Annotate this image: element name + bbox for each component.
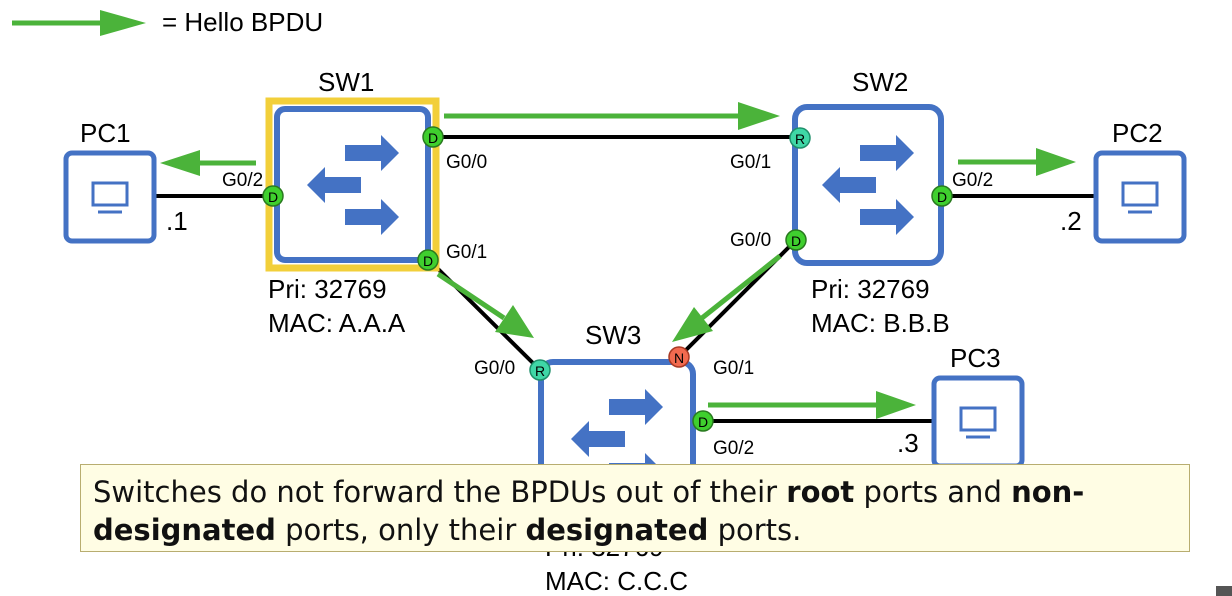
port-role-badges: D D D R D D R N	[262, 126, 953, 432]
port-label-sw2-g02: G0/2	[952, 170, 993, 191]
svg-text:N: N	[674, 350, 684, 366]
port-label-sw2-g00: G0/0	[730, 230, 771, 251]
svg-text:D: D	[937, 189, 947, 205]
svg-text:D: D	[268, 189, 278, 205]
caption-text: ports.	[708, 513, 802, 547]
pc2-address: .2	[1060, 206, 1082, 236]
bpdu-arrow-sw2-to-sw3	[672, 254, 782, 342]
port-badge-sw3-g00[interactable]: R	[529, 359, 551, 381]
sw1-name: SW1	[318, 67, 374, 97]
bpdu-arrow-sw3-to-pc3	[708, 391, 916, 419]
bpdu-arrows	[160, 102, 1076, 419]
pc-pc3[interactable]	[931, 375, 1025, 469]
pc1-address: .1	[166, 206, 188, 236]
pc2-name: PC2	[1112, 118, 1163, 148]
port-badge-sw1-g00[interactable]: D	[422, 126, 444, 148]
port-badge-sw2-g02[interactable]: D	[931, 185, 953, 207]
svg-text:D: D	[791, 233, 801, 249]
sw3-mac: MAC: C.C.C	[545, 566, 688, 596]
sw2-priority: Pri: 32769	[811, 274, 930, 304]
sw1-priority: Pri: 32769	[268, 274, 387, 304]
caption-bold-root: root	[786, 475, 855, 509]
slide-corner-marker	[1216, 586, 1232, 596]
sw2-mac: MAC: B.B.B	[811, 308, 950, 338]
caption-text: ports, only their	[275, 513, 526, 547]
root-bridge-highlight	[265, 97, 440, 272]
svg-text:D: D	[698, 414, 708, 430]
sw2-name: SW2	[852, 67, 908, 97]
pc3-name: PC3	[950, 343, 1001, 373]
svg-text:D: D	[423, 253, 433, 269]
caption-box: Switches do not forward the BPDUs out of…	[80, 464, 1190, 552]
port-label-sw1-g02: G0/2	[222, 170, 263, 191]
svg-text:R: R	[795, 131, 805, 147]
pc-box	[1093, 150, 1187, 244]
bpdu-arrow-sw2-to-pc2	[958, 148, 1076, 176]
legend-arrowhead-icon	[100, 10, 146, 36]
bpdu-arrow-sw1-to-sw2	[444, 102, 780, 130]
svg-text:D: D	[428, 130, 438, 146]
port-badge-sw2-g00[interactable]: D	[785, 229, 807, 251]
caption-text: ports and	[854, 475, 1012, 509]
port-label-sw3-g00: G0/0	[474, 358, 515, 379]
legend-text: = Hello BPDU	[162, 7, 323, 37]
pc-pc1[interactable]	[63, 150, 157, 244]
svg-text:R: R	[535, 363, 545, 379]
pc-box	[63, 150, 157, 244]
pc3-address: .3	[897, 428, 919, 458]
port-badge-sw1-g01[interactable]: D	[417, 249, 439, 271]
pc-pc2[interactable]	[1093, 150, 1187, 244]
port-label-sw3-g02: G0/2	[713, 438, 754, 459]
port-label-sw1-g00: G0/0	[446, 152, 487, 173]
switch-sw2[interactable]	[792, 104, 944, 266]
port-label-sw2-g01: G0/1	[730, 152, 771, 173]
port-badge-sw3-g02[interactable]: D	[692, 410, 714, 432]
bpdu-arrow-sw1-to-pc1	[160, 150, 256, 176]
sw1-mac: MAC: A.A.A	[268, 308, 406, 338]
port-badge-sw1-g02[interactable]: D	[262, 185, 284, 207]
caption-bold-non-designated: non-designated	[93, 475, 1085, 547]
caption-text: Switches do not forward the BPDUs out of…	[93, 475, 787, 509]
port-badge-sw3-g01[interactable]: N	[668, 346, 690, 368]
bpdu-arrow-sw1-to-sw3	[436, 271, 534, 338]
port-badge-sw2-g01[interactable]: R	[789, 127, 811, 149]
pc1-name: PC1	[80, 118, 131, 148]
pc-box	[931, 375, 1025, 469]
legend: = Hello BPDU	[12, 7, 323, 37]
switch-sw1[interactable]	[265, 97, 440, 272]
port-label-sw3-g01: G0/1	[713, 358, 754, 379]
sw3-name: SW3	[585, 320, 641, 350]
caption-bold-designated: designated	[525, 513, 709, 547]
port-label-sw1-g01: G0/1	[446, 242, 487, 263]
